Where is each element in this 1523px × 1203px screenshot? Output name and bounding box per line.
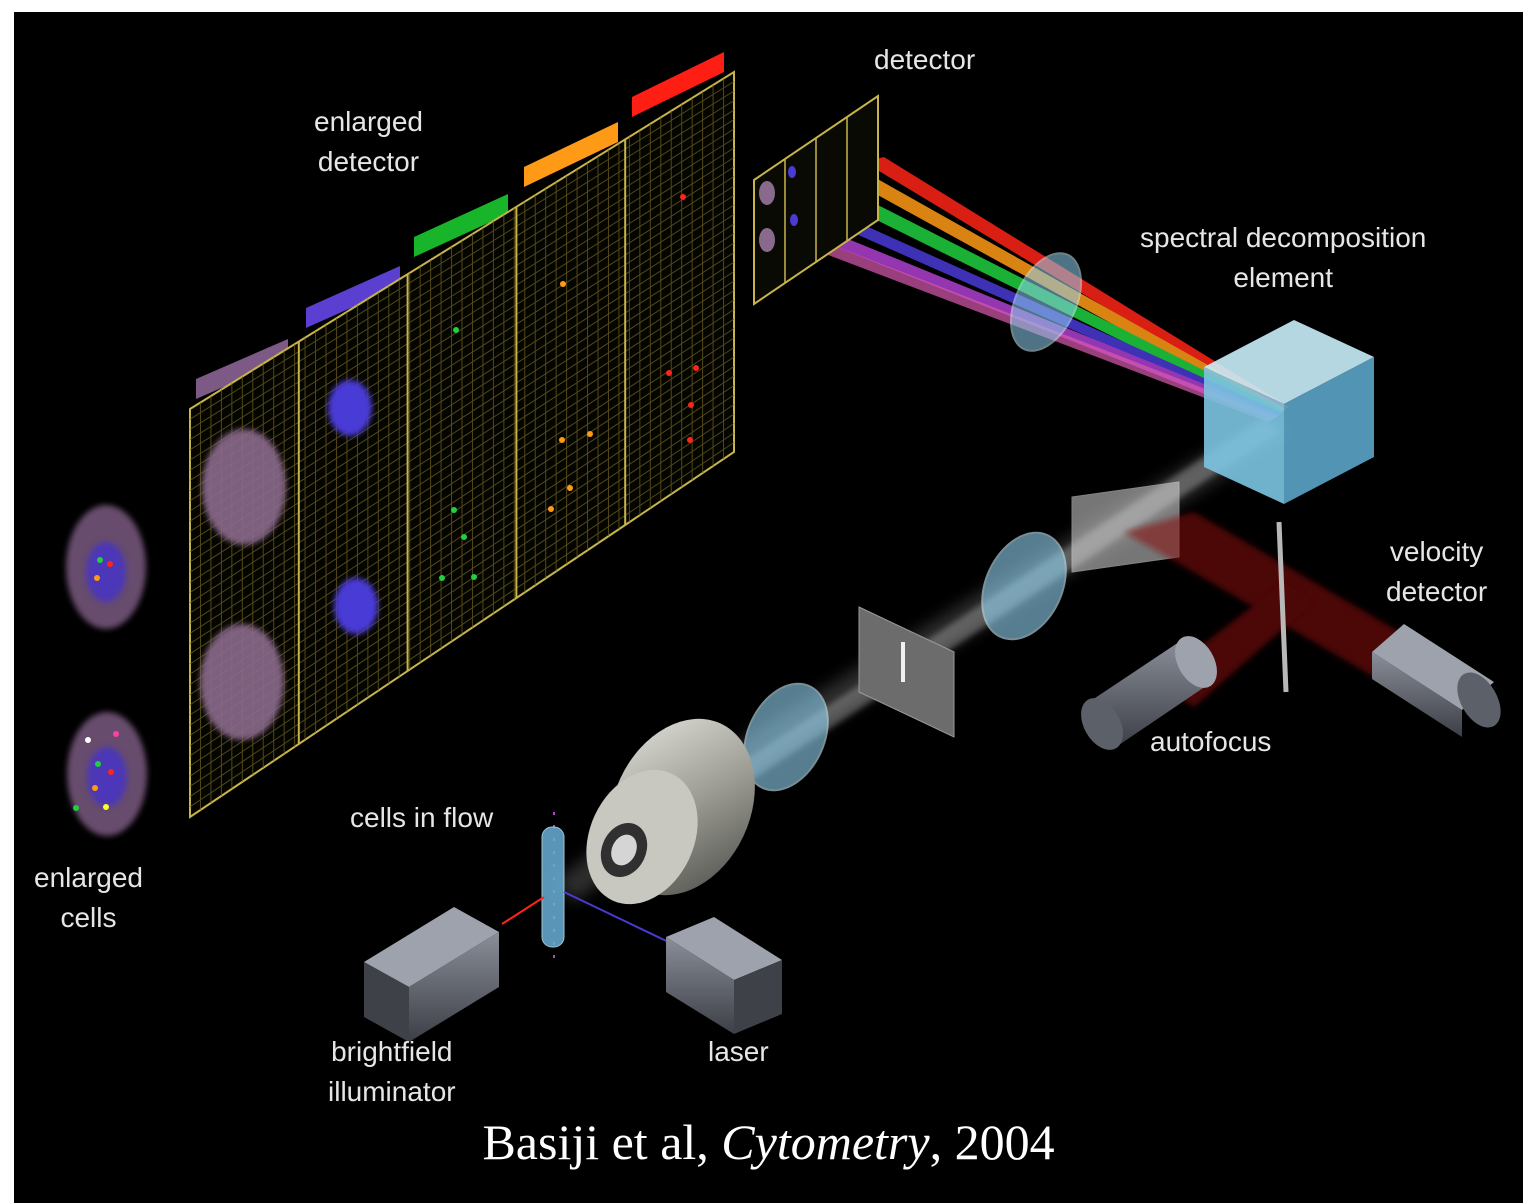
detector-label: detector xyxy=(874,40,975,80)
green-spots xyxy=(439,327,477,581)
detector-channel-dividers xyxy=(297,139,627,744)
brightfield-illuminator-label-line2: illuminator xyxy=(328,1076,456,1107)
velocity-detector-label: velocity detector xyxy=(1386,532,1487,612)
brightfield-illuminator-label: brightfield illuminator xyxy=(328,1032,456,1112)
enlarged-detector-label-line1: enlarged xyxy=(314,106,423,137)
orange-spots xyxy=(548,281,593,512)
citation-journal: Cytometry xyxy=(721,1114,930,1170)
cell-image-blue-top xyxy=(328,380,372,436)
channel-bar-green xyxy=(414,194,508,257)
relay-lens xyxy=(981,531,1067,641)
tube-lens xyxy=(743,682,829,792)
red-spots xyxy=(666,194,699,443)
aperture-slit xyxy=(858,606,955,738)
enlarged-detector xyxy=(189,52,735,819)
cells-in-flow-label-text: cells in flow xyxy=(350,802,494,833)
spectral-decomposition-label: spectral decomposition element xyxy=(1140,218,1426,298)
autofocus-label-text: autofocus xyxy=(1150,726,1272,757)
citation: Basiji et al, Cytometry, 2004 xyxy=(14,1112,1523,1172)
velocity-detector-cylinder xyxy=(1372,624,1501,737)
spectral-decomposition-cube xyxy=(1204,320,1374,504)
channel-bar-red xyxy=(632,52,724,117)
autofocus-cylinder xyxy=(1081,636,1217,750)
brightfield-illuminator-box xyxy=(364,907,499,1042)
laser-box xyxy=(666,917,782,1034)
cell-image-violet-top xyxy=(202,429,286,545)
objective-lens xyxy=(586,718,755,905)
autofocus-label: autofocus xyxy=(1150,722,1271,762)
channel-bar-violet xyxy=(196,339,288,399)
optical-diagram xyxy=(66,52,1501,1042)
small-detector xyxy=(753,94,879,306)
autofocus-mirror xyxy=(1276,521,1289,693)
figure: detector enlarged detector spectral deco… xyxy=(14,12,1523,1203)
velocity-detector-label-line1: velocity xyxy=(1389,536,1484,567)
spectral-decomposition-label-line1: spectral decomposition xyxy=(1140,222,1427,253)
detector-label-text: detector xyxy=(874,44,976,75)
flow-cell xyxy=(501,812,680,967)
velocity-detector-label-line2: detector xyxy=(1386,576,1488,607)
enlarged-cells-label-line2: cells xyxy=(60,902,117,933)
laser-label-text: laser xyxy=(708,1036,769,1067)
cells-in-flow-label: cells in flow xyxy=(350,798,493,838)
enlarged-cells-label-line1: enlarged xyxy=(34,862,143,893)
laser-label: laser xyxy=(708,1032,769,1072)
citation-authors: Basiji et al, xyxy=(482,1114,722,1170)
citation-year: , 2004 xyxy=(929,1114,1055,1170)
enlarged-detector-label-line2: detector xyxy=(317,146,420,177)
cell-image-violet-bottom xyxy=(200,624,284,740)
detector-lens xyxy=(1010,252,1082,352)
enlarged-cells xyxy=(66,505,147,836)
brightfield-illuminator-label-line1: brightfield xyxy=(331,1036,453,1067)
channel-bar-orange xyxy=(524,122,618,187)
channel-bar-blue xyxy=(306,266,400,328)
enlarged-cells-label: enlarged cells xyxy=(34,858,143,938)
spectral-decomposition-label-line2: element xyxy=(1233,262,1333,293)
cell-image-blue-bottom xyxy=(334,578,378,634)
enlarged-detector-label: enlarged detector xyxy=(314,102,423,182)
